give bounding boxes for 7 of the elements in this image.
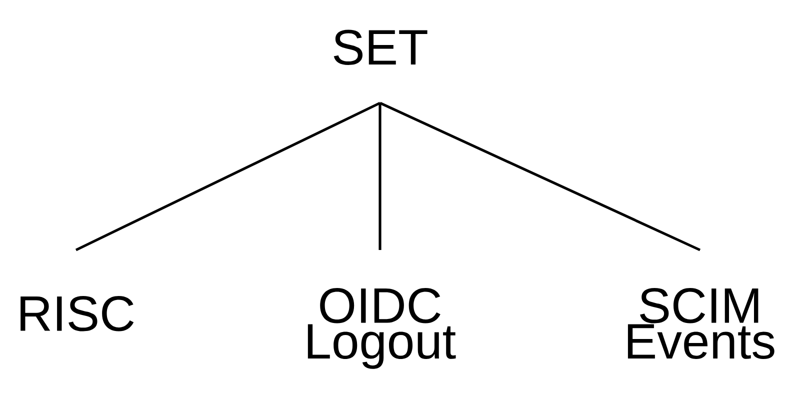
node-label: SCIM Events <box>628 288 774 360</box>
tree-line <box>378 103 382 250</box>
node-label: OIDC Logout <box>308 288 456 369</box>
node-label: RISC <box>20 296 134 332</box>
node-label: SET <box>334 30 428 65</box>
tree-line <box>75 102 381 252</box>
tree-line <box>379 102 701 252</box>
